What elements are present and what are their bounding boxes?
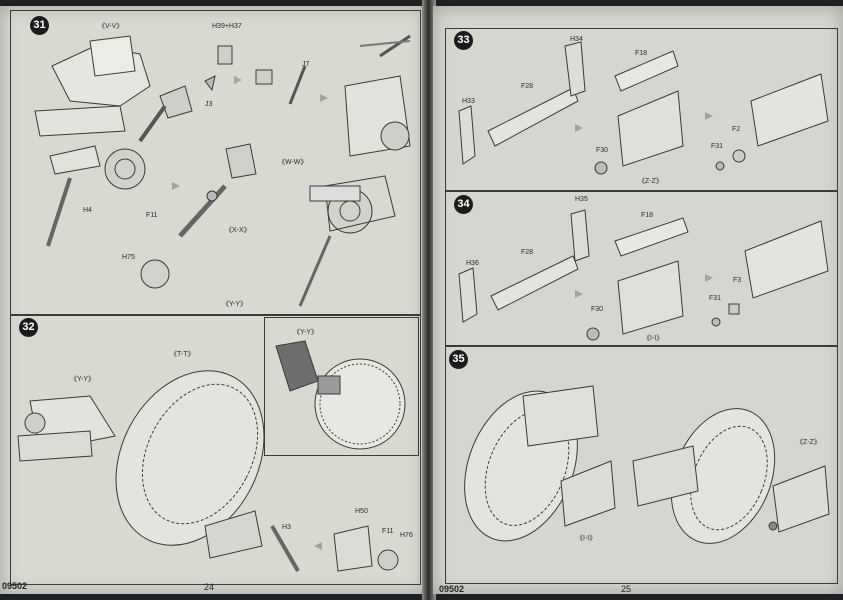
instruction-page-left: 31 <box>0 6 426 594</box>
page-number-right: 25 <box>621 584 632 594</box>
label-ww: 《W-W》 <box>278 159 308 166</box>
label-h4: H4 <box>83 207 92 214</box>
label-h39-h37: H39+H37 <box>212 23 242 30</box>
label-h50: H50 <box>355 508 368 515</box>
label-h76: H76 <box>400 532 413 539</box>
step-32-panel <box>10 315 421 585</box>
step-33-number: 33 <box>454 31 473 50</box>
label-f18-34: F18 <box>641 212 654 219</box>
steps-33-35-illustration <box>433 6 843 594</box>
step-32-inset-panel <box>264 317 419 456</box>
label-f28-34: F28 <box>521 249 534 256</box>
step-34-number: 34 <box>454 195 473 214</box>
page-number-left: 24 <box>204 582 215 592</box>
book-spine <box>422 0 436 600</box>
label-f28-33: F28 <box>521 83 534 90</box>
step-31-number: 31 <box>30 16 49 35</box>
step-35-number: 35 <box>449 350 468 369</box>
label-h3: H3 <box>282 524 291 531</box>
label-ii-34: 《I-I》 <box>643 335 664 342</box>
label-h34: H34 <box>570 36 583 43</box>
product-code-left: 09502 <box>2 581 28 591</box>
step-34-panel <box>445 190 838 347</box>
label-ii-35: 《I-I》 <box>576 535 597 542</box>
label-tt: 《T-T》 <box>170 351 195 358</box>
label-xx: 《X-X》 <box>225 227 251 234</box>
label-zz-35: 《Z-Z》 <box>796 439 821 446</box>
label-f18-33: F18 <box>635 50 648 57</box>
label-h75: H75 <box>122 254 135 261</box>
step-32-number: 32 <box>19 318 38 337</box>
label-vv: 《V-V》 <box>98 23 124 30</box>
label-f31-34: F31 <box>709 295 722 302</box>
label-zz-33: 《Z-Z》 <box>638 178 663 185</box>
step-35-panel <box>445 345 838 584</box>
label-j7: J7 <box>302 61 310 68</box>
label-inset-yy: 《Y-Y》 <box>293 329 319 336</box>
label-h36: H36 <box>466 260 479 267</box>
label-f11-32: F11 <box>382 528 394 535</box>
instruction-page-right: 33 34 35 <box>433 6 843 594</box>
step-33-panel <box>445 28 838 192</box>
label-f31-33: F31 <box>711 143 724 150</box>
step-31-panel <box>10 10 421 315</box>
label-yy: 《Y-Y》 <box>222 301 248 308</box>
label-yy-32: 《Y-Y》 <box>70 376 96 383</box>
label-f30-34: F30 <box>591 306 604 313</box>
step-31-illustration <box>0 6 426 594</box>
label-f3: F3 <box>733 277 742 284</box>
label-f30-33: F30 <box>596 147 609 154</box>
label-h35: H35 <box>575 196 588 203</box>
label-j3: J3 <box>205 101 213 108</box>
label-f2: F2 <box>732 126 741 133</box>
label-f11: F11 <box>146 212 158 219</box>
product-code-right: 09502 <box>439 584 465 594</box>
label-h33: H33 <box>462 98 475 105</box>
